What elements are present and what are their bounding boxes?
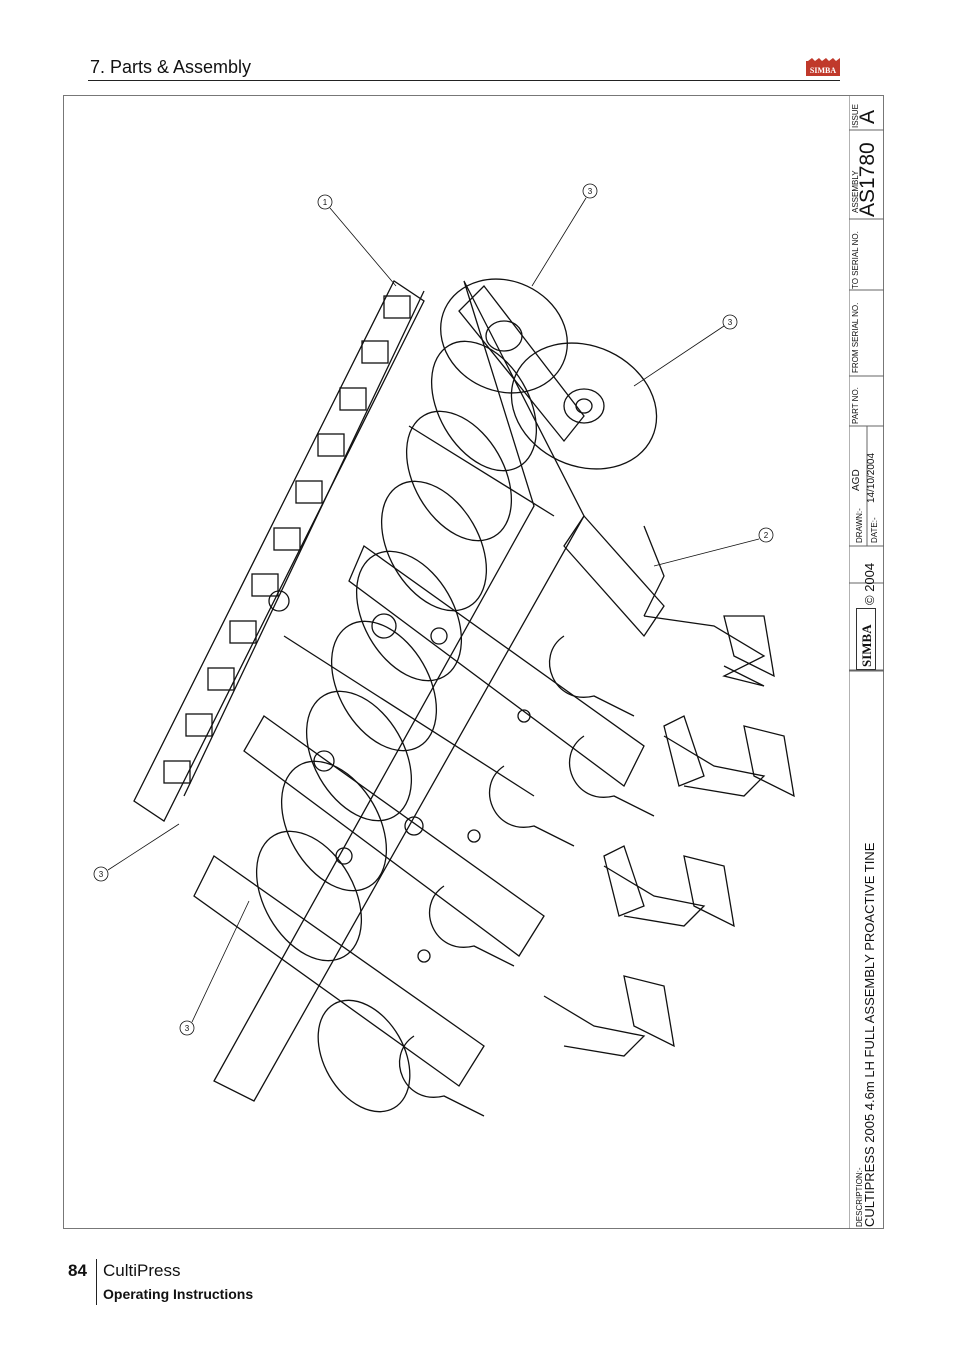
header-divider xyxy=(88,80,840,81)
page-number: 84 xyxy=(68,1261,87,1280)
assembly-drawing: 1 3 3 2 3 3 xyxy=(93,183,795,1117)
date-value: 14/10/2004 xyxy=(866,452,877,503)
footer-divider xyxy=(96,1259,97,1305)
press-rollers xyxy=(255,340,538,1113)
copyright: © 2004 xyxy=(862,562,877,605)
assembly-number: AS1780 xyxy=(856,142,879,217)
issue-value: A xyxy=(856,109,879,124)
callout-label: 3 xyxy=(588,187,593,196)
part-no-label: PART NO. xyxy=(851,387,860,424)
date-label: DATE:- xyxy=(870,517,879,543)
simba-logo: SIMBA xyxy=(806,58,840,76)
title-block-logo-text: SIMBA xyxy=(859,624,874,667)
callout-label: 3 xyxy=(185,1024,190,1033)
logo-text: SIMBA xyxy=(810,66,836,75)
drawn-label: DRAWN:- xyxy=(855,508,864,543)
callout-label: 1 xyxy=(323,198,328,207)
drawing-frame xyxy=(63,95,884,1229)
title-block-grid xyxy=(849,96,884,1229)
to-serial-label: TO SERIAL NO. xyxy=(851,231,860,289)
tines xyxy=(543,615,795,1057)
main-frame-beams xyxy=(133,280,665,1102)
callout-label: 3 xyxy=(728,318,733,327)
tine-springs xyxy=(398,525,665,1117)
callout-label: 3 xyxy=(99,870,104,879)
callout-label: 2 xyxy=(764,531,769,540)
section-title: 7. Parts & Assembly xyxy=(90,57,252,77)
title-block-logo: SIMBA xyxy=(856,608,876,670)
from-serial-label: FROM SERIAL NO. xyxy=(851,302,860,373)
product-name: CultiPress xyxy=(103,1261,181,1280)
callouts xyxy=(93,183,774,1036)
drawing-description: CULTIPRESS 2005 4.6m LH FULL ASSEMBLY PR… xyxy=(862,842,877,1227)
hub-details xyxy=(268,590,531,963)
front-clamps xyxy=(163,295,411,784)
document-type: Operating Instructions xyxy=(103,1286,254,1302)
discs xyxy=(440,278,658,470)
drawn-value: AGD xyxy=(851,469,862,491)
